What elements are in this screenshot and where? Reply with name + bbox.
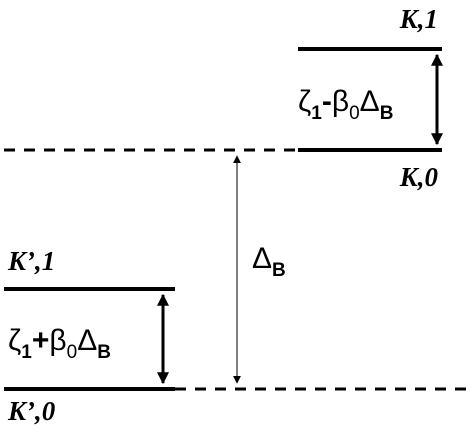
- gap-lower-label: ζ1+β0ΔB: [8, 324, 111, 363]
- level-K0-label: K,0: [399, 162, 439, 192]
- level-Kp1-label: K’,1: [7, 246, 55, 276]
- level-Kp0-label: K’,0: [7, 396, 56, 426]
- level-K1-label: K,1: [399, 4, 438, 34]
- splitting-label: ΔB: [252, 242, 286, 281]
- gap-upper-label: ζ1-β0ΔB: [298, 85, 393, 124]
